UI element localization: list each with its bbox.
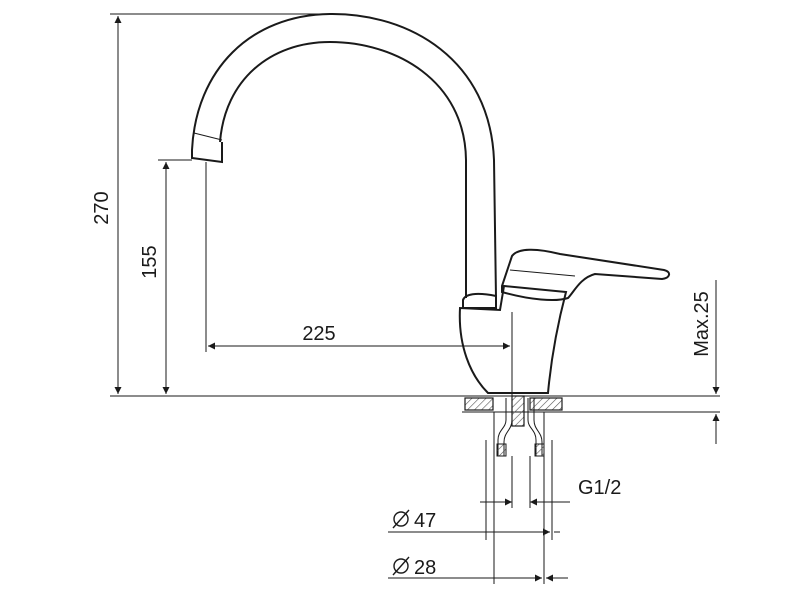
mixer-body bbox=[458, 284, 568, 394]
mounting-flange-right bbox=[529, 397, 563, 411]
supply-hoses bbox=[496, 398, 545, 457]
dim-label-225: 225 bbox=[302, 323, 335, 345]
spout-inner-edge bbox=[219, 40, 467, 298]
hose-fitting-right bbox=[534, 443, 545, 457]
dim-label-28: 28 bbox=[414, 557, 436, 579]
hose-left bbox=[497, 398, 513, 456]
dimensions: 270 155 225 Max.25 G1/2 47 bbox=[91, 13, 720, 584]
mounting-stud bbox=[511, 395, 525, 427]
dim-label-155: 155 bbox=[139, 245, 161, 278]
lever-handle bbox=[501, 248, 670, 301]
dim-label-270: 270 bbox=[91, 191, 113, 224]
lever-edge bbox=[509, 269, 576, 277]
aerator-ring bbox=[193, 132, 223, 141]
hose-fitting-left bbox=[496, 443, 507, 457]
hose-right bbox=[527, 398, 543, 456]
dim-label-g12: G1/2 bbox=[578, 477, 621, 499]
diameter-symbol-28 bbox=[392, 556, 410, 576]
dim-label-47: 47 bbox=[414, 510, 436, 532]
mounting-flange-left bbox=[464, 397, 494, 411]
aerator bbox=[191, 142, 223, 164]
spout-outer-edge bbox=[191, 12, 497, 299]
dim-label-max25: Max.25 bbox=[691, 291, 713, 357]
countertop bbox=[110, 395, 720, 427]
diameter-symbol-47 bbox=[392, 509, 410, 529]
faucet-outline bbox=[191, 12, 670, 394]
spout-collar bbox=[462, 292, 497, 309]
